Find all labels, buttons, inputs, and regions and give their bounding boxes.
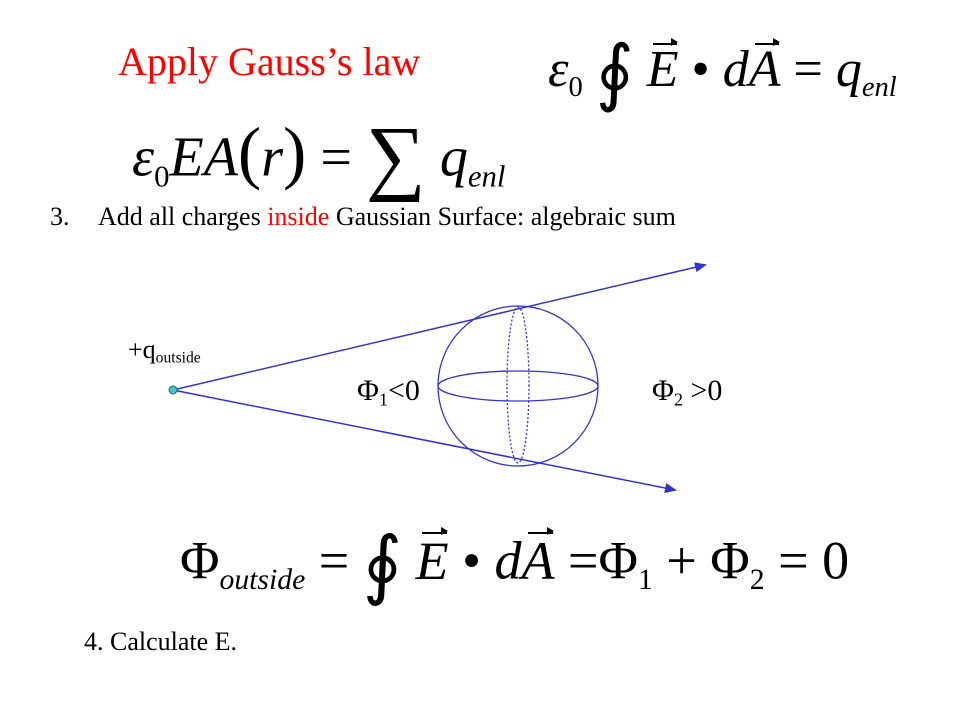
phi-symbol: Φ (180, 530, 220, 591)
flux-2-label: Φ2 >0 (652, 374, 722, 410)
sum-symbol: ∑ (365, 110, 426, 203)
gaussian-sphere (437, 305, 599, 467)
equals-sign-3: = (764, 530, 823, 591)
gauss-law-equation: ε0 ∮ E • dA = qenl (548, 30, 897, 115)
plus-sign: + (652, 530, 711, 591)
phi-1-symbol: Φ (357, 374, 379, 407)
closed-integral-symbol: ∮ (595, 32, 634, 113)
charge-subscript: enl (861, 72, 897, 104)
flux-1-label: Φ1<0 (357, 374, 420, 410)
epsilon-subscript: 0 (154, 159, 170, 194)
phi-2-subscript: 2 (673, 389, 683, 410)
equals-sign: = (320, 126, 352, 189)
phi-subscript: outside (219, 564, 306, 597)
left-paren: ( (237, 114, 262, 192)
step-3-highlight: inside (267, 202, 330, 231)
lower-field-line (172, 389, 677, 493)
charge-symbol: q (439, 126, 468, 189)
field-area-product: EA (169, 126, 238, 189)
step-3-text-before: Add all charges (98, 202, 268, 231)
area-vector: A (521, 526, 555, 591)
differential-d: d (494, 530, 522, 591)
charge-subscript: enl (467, 159, 506, 194)
step-3-text: 3. Add all charges inside Gaussian Surfac… (50, 202, 676, 232)
dot-operator: • (462, 530, 482, 591)
phi-1-relation: <0 (387, 374, 420, 407)
closed-integral-symbol: ∮ (362, 524, 403, 607)
phi-2-relation: >0 (682, 374, 723, 407)
dot-operator: • (691, 41, 710, 99)
outside-flux-equation: Φoutside = ∮ E • dA =Φ1 + Φ2 = 0 (180, 520, 849, 609)
charge-symbol: q (835, 41, 862, 99)
area-vector: A (748, 37, 781, 99)
symmetry-equation: ε0EA(r) = ∑ qenl (132, 108, 505, 205)
differential-d: d (722, 41, 749, 99)
zero-value: 0 (822, 530, 850, 591)
right-paren: ) (283, 114, 307, 192)
phi-2-subscript: 2 (749, 564, 765, 597)
charge-label-main: +q (128, 335, 156, 364)
equals-sign-2: = (554, 530, 599, 591)
equals-sign-1: = (305, 530, 363, 591)
phi-1-subscript: 1 (637, 564, 653, 597)
charge-label-subscript: outside (155, 349, 201, 367)
step-3-text-after: Gaussian Surface: algebraic sum (329, 202, 676, 231)
sphere-meridian (506, 306, 530, 464)
upper-field-line (172, 262, 707, 391)
charge-label: +qoutside (128, 335, 201, 368)
sphere-equator (437, 370, 599, 402)
field-vector: E (646, 37, 679, 99)
phi-1-subscript: 1 (378, 389, 388, 410)
radius-symbol: r (261, 126, 284, 189)
outside-charge (168, 385, 178, 395)
phi-1-symbol: Φ (598, 530, 638, 591)
slide-title: Apply Gauss’s law (118, 39, 421, 84)
step-4-text: 4. Calculate E. (84, 627, 238, 656)
phi-2-symbol: Φ (652, 374, 674, 407)
equals-sign: = (793, 41, 823, 99)
phi-2-symbol: Φ (710, 530, 750, 591)
field-vector: E (415, 526, 449, 591)
epsilon-symbol: ε (132, 126, 155, 189)
step-3-number: 3. (50, 202, 70, 231)
epsilon-subscript: 0 (568, 72, 583, 104)
epsilon-symbol: ε (548, 41, 569, 99)
